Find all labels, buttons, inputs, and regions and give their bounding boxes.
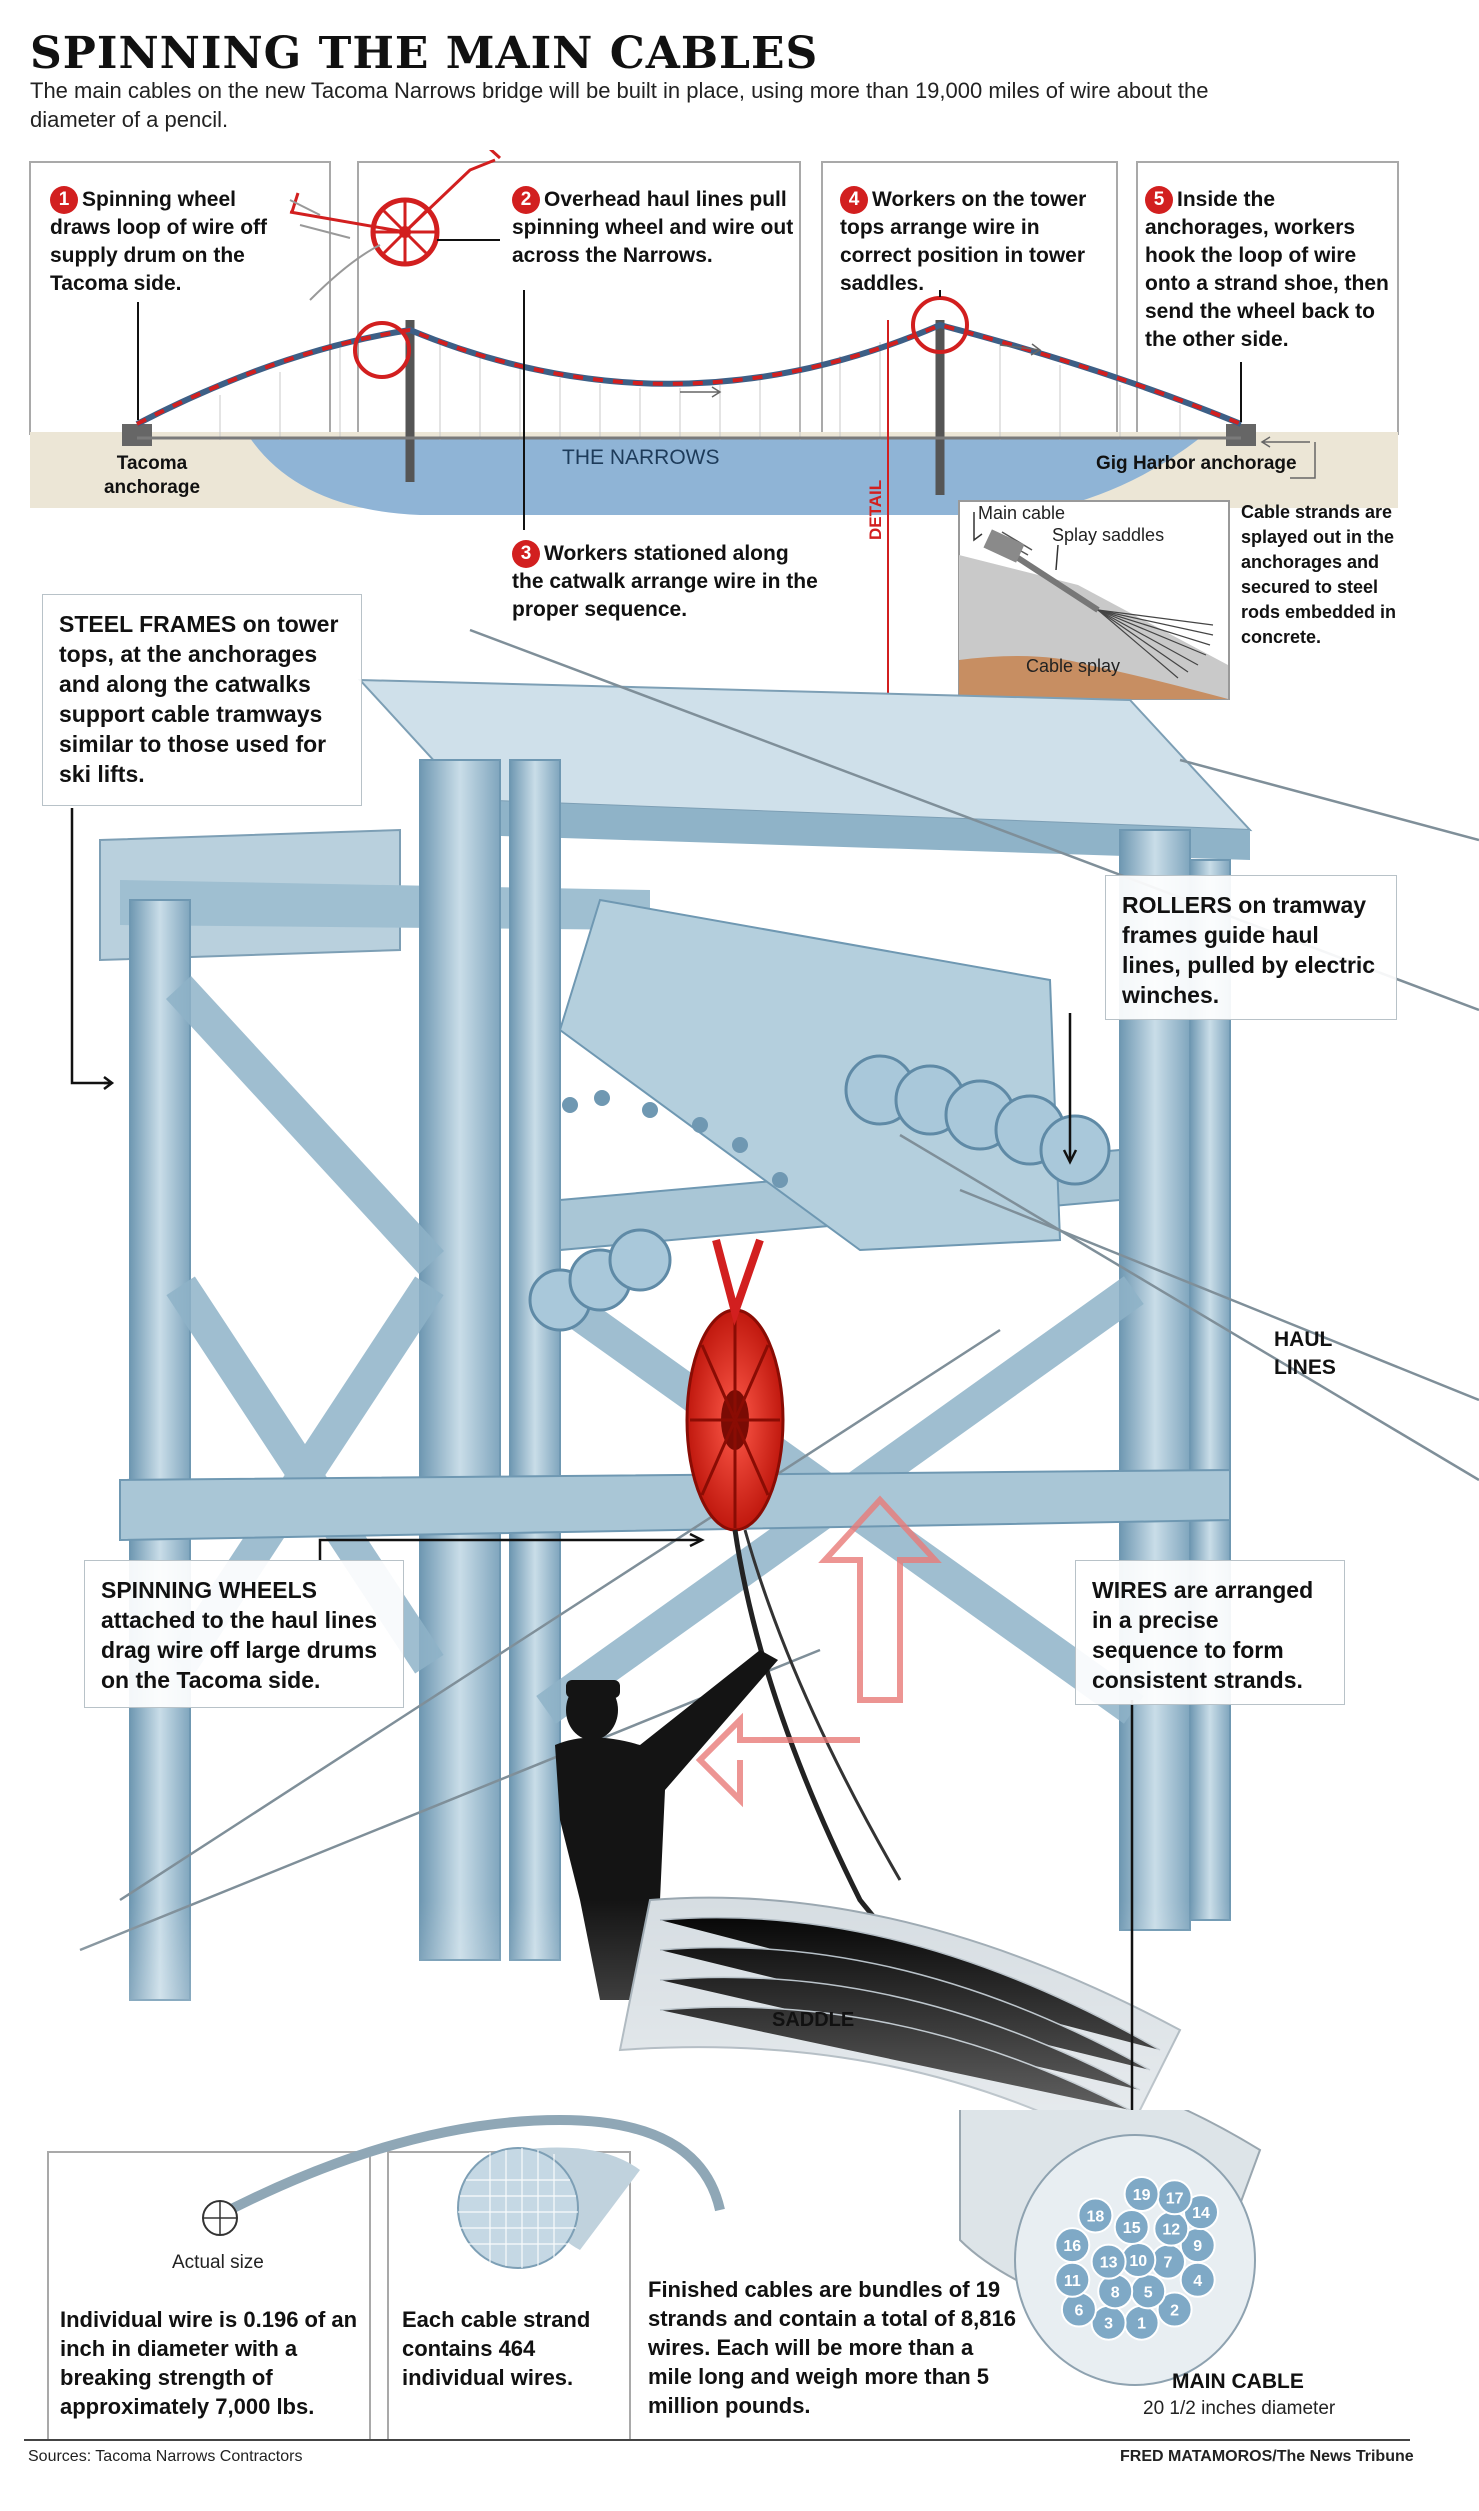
strand-description: Each cable strand contains 464 individua…	[402, 2307, 591, 2390]
strand-number: 4	[1193, 2273, 1202, 2290]
step-1-number-icon: 1	[50, 186, 78, 214]
tacoma-tower-highlight-circle	[353, 321, 411, 379]
steel-frames-callout: STEEL FRAMES on tower tops, at the ancho…	[42, 594, 362, 806]
water	[250, 438, 1200, 515]
tramway-frame-illustration	[0, 628, 1479, 2150]
footer-rule	[24, 2439, 1410, 2441]
step-3-text: Workers stationed along the catwalk arra…	[512, 542, 818, 621]
spinning-wheel-large-icon	[685, 1238, 1122, 2150]
wire-description: Individual wire is 0.196 of an inch in d…	[60, 2307, 358, 2419]
strand-circle	[1077, 2197, 1114, 2234]
strand-number: 3	[1104, 2316, 1113, 2333]
strand-number: 6	[1074, 2303, 1083, 2320]
detail-label: DETAIL	[866, 479, 885, 540]
anchorage-inset-diagram	[958, 500, 1230, 700]
inset-note: Cable strands are splayed out in the anc…	[1241, 502, 1397, 647]
the-narrows-label: THE NARROWS	[562, 446, 720, 469]
actual-size-label: Actual size	[172, 2252, 264, 2273]
panel-frames	[29, 161, 1399, 435]
saddle-label: SADDLE	[772, 2009, 855, 2031]
main-cable-title: MAIN CABLE	[1172, 2370, 1304, 2393]
wire-loop-line	[136, 322, 1242, 426]
page-subtitle: The main cables on the new Tacoma Narrow…	[30, 78, 1209, 132]
strand-number: 9	[1193, 2238, 1202, 2255]
strand-number: 10	[1129, 2253, 1147, 2270]
strand-number: 17	[1166, 2190, 1184, 2207]
bridge-overview-diagram	[29, 150, 1399, 530]
step-5-number-icon: 5	[1145, 186, 1173, 214]
strand-circle	[1054, 2227, 1091, 2264]
strand-number: 2	[1170, 2303, 1179, 2320]
step-5-text: Inside the anchorages, workers hook the …	[1145, 188, 1389, 351]
strand-number: 5	[1144, 2284, 1153, 2301]
tacoma-anchorage-block	[122, 424, 152, 446]
strand-number: 11	[1064, 2273, 1081, 2290]
direction-arrows	[680, 343, 1316, 479]
step-4-text: Workers on the tower tops arrange wire i…	[840, 188, 1087, 295]
credit: FRED MATAMOROS/The News Tribune	[1120, 2448, 1414, 2465]
strand-circle	[1156, 2291, 1193, 2328]
gig-harbor-tower-highlight-circle	[911, 296, 969, 354]
main-cable-line	[135, 321, 1243, 427]
step-1-text: Spinning wheel draws loop of wire off su…	[50, 188, 268, 295]
strand-circle	[1090, 2243, 1127, 2280]
strand-number: 15	[1123, 2220, 1141, 2237]
inset-main-cable-label: Main cable	[978, 503, 1066, 523]
strand-number: 13	[1100, 2255, 1118, 2272]
strand-number: 19	[1133, 2187, 1151, 2204]
strand-circle	[1113, 2209, 1150, 2245]
step-4-number-icon: 4	[840, 186, 868, 214]
strand-circle	[1123, 2176, 1160, 2212]
strand-number: 18	[1087, 2208, 1105, 2225]
strand-cross-section-icon	[457, 2147, 640, 2269]
gig-harbor-anchorage-block	[1226, 424, 1256, 446]
tacoma-anchorage-label: Tacoma anchorage	[103, 453, 201, 498]
gig-harbor-anchorage-label: Gig Harbor anchorage	[1096, 453, 1297, 474]
step-2-number-icon: 2	[512, 186, 540, 214]
step-3-number-icon: 3	[512, 540, 540, 568]
inset-cable-splay-label: Cable splay	[1026, 656, 1121, 676]
step-2-text: Overhead haul lines pull spinning wheel …	[512, 188, 794, 267]
inset-splay-saddles-label: Splay saddles	[1052, 525, 1165, 545]
strand-number: 12	[1162, 2222, 1180, 2239]
finished-cable-description: Finished cables are bundles of 19 strand…	[648, 2277, 1016, 2418]
strand-number: 14	[1192, 2205, 1210, 2222]
single-wire-curve	[207, 2114, 725, 2225]
leader-lines	[137, 290, 1242, 530]
haul-lines	[79, 628, 1479, 1952]
main-cable-diameter: 20 1/2 inches diameter	[1143, 2398, 1336, 2419]
gusset-plate	[558, 898, 1062, 1252]
callout-leader-lines	[70, 808, 1134, 2150]
strand-number: 16	[1063, 2238, 1081, 2255]
sources: Sources: Tacoma Narrows Contractors	[28, 2448, 303, 2465]
suspenders	[219, 340, 1181, 440]
strand-number: 7	[1164, 2255, 1173, 2272]
spinning-wheels-callout: SPINNING WHEELS attached to the haul lin…	[84, 1560, 404, 1708]
bolts	[562, 1090, 788, 1188]
strand-number: 1	[1137, 2316, 1146, 2333]
spinning-wheel-enlarged-icon	[289, 150, 502, 301]
strand-number: 8	[1111, 2284, 1120, 2301]
page-title: SPINNING THE MAIN CABLES	[30, 28, 819, 79]
rollers-callout: ROLLERS on tramway frames guide haul lin…	[1105, 875, 1397, 1020]
haul-lines-label: HAUL LINES	[1274, 1328, 1336, 1379]
motion-arrows	[695, 1495, 942, 1808]
wires-callout: WIRES are arranged in a precise sequence…	[1075, 1560, 1345, 1705]
wire-actual-size-icon	[202, 2200, 238, 2236]
